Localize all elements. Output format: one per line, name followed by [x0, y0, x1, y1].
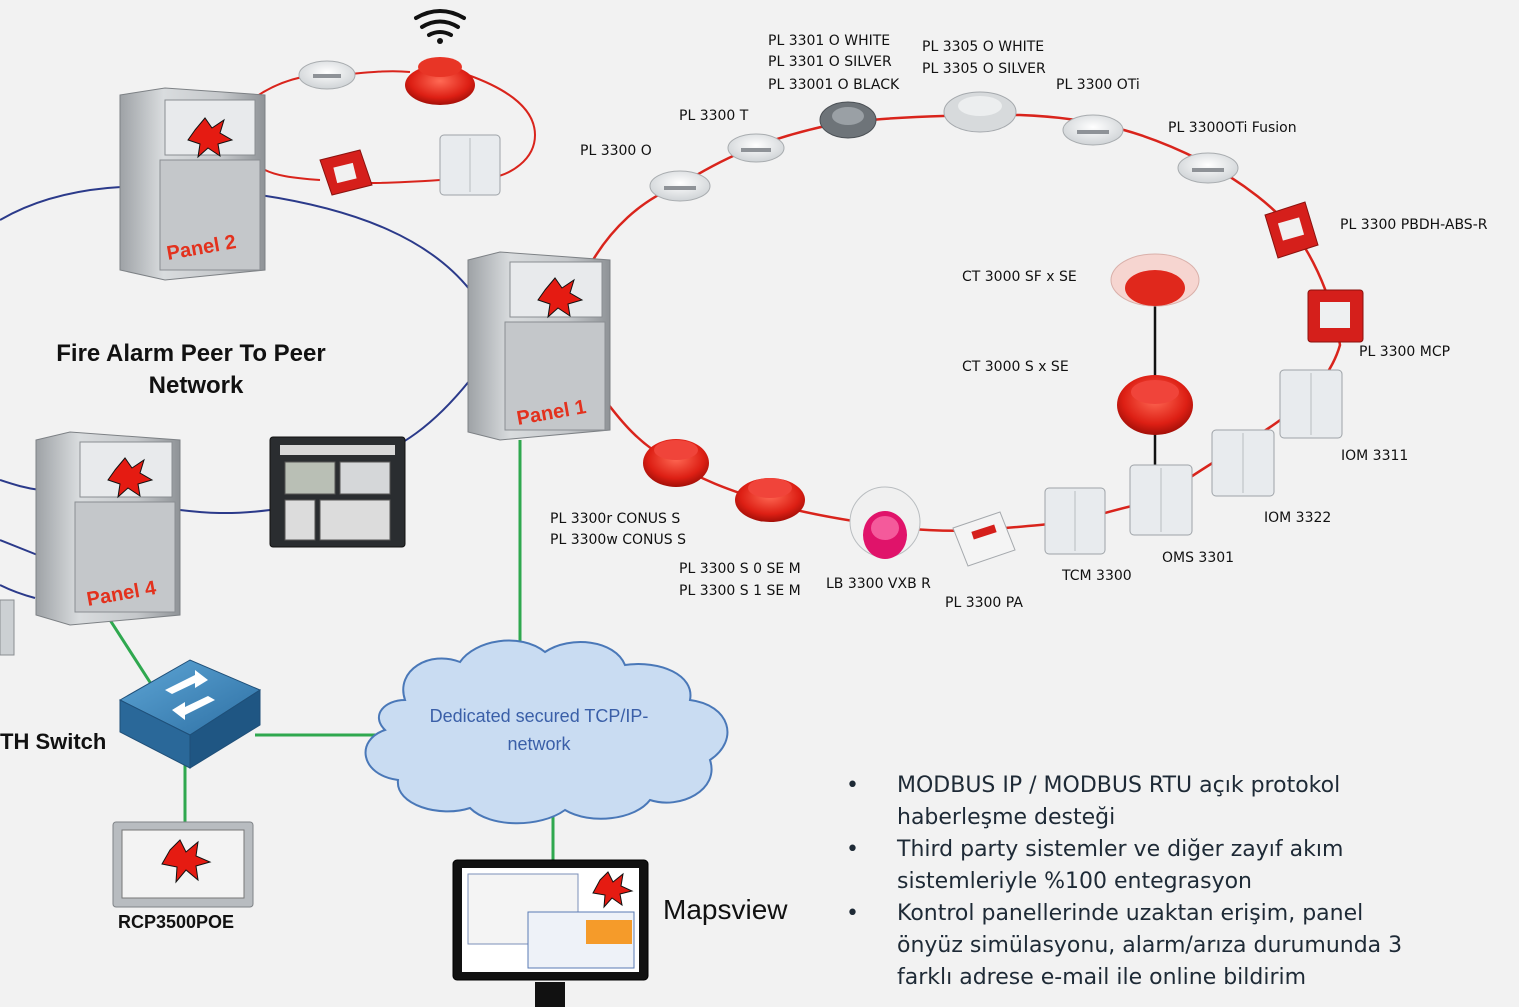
network-title-line2: Network: [149, 372, 244, 399]
label-pl3300otifusion: PL 3300OTi Fusion: [1168, 120, 1297, 136]
label-ct-sf: CT 3000 SF x SE: [962, 269, 1077, 285]
device-conus: [643, 439, 709, 487]
device-pbdh: [1264, 201, 1319, 259]
device-iom3311: [1279, 369, 1343, 439]
bullet-dot-icon: •: [846, 901, 859, 926]
label-mcp: PL 3300 MCP: [1359, 344, 1450, 360]
panel-4[interactable]: Panel 4: [35, 431, 181, 626]
label-pbdh: PL 3300 PBDH-ABS-R: [1340, 217, 1488, 233]
bullet-text-line: Third party sistemler ve diğer zayıf akı…: [897, 837, 1344, 862]
device-sem: [735, 478, 805, 522]
device-ct-sf: [1110, 253, 1200, 307]
panel-partial-left: [0, 599, 15, 656]
panel-2[interactable]: Panel 2: [119, 87, 266, 281]
network-cloud: [364, 639, 729, 825]
device-pl3305o: [943, 91, 1017, 133]
panel2-module-box: [439, 134, 501, 196]
label-pl3301-silver: PL 3301 O SILVER: [768, 54, 892, 70]
network-title-line1: Fire Alarm Peer To Peer: [56, 340, 325, 367]
ethernet-lines: [108, 440, 555, 870]
mapsview-label: Mapsview: [663, 894, 788, 925]
label-pa: PL 3300 PA: [945, 595, 1023, 611]
label-conus-w: PL 3300w CONUS S: [550, 532, 686, 548]
panel2-call-point: [319, 149, 373, 196]
switch-arrows-icon: [165, 670, 215, 720]
bullet-text-line: haberleşme desteği: [897, 805, 1116, 830]
device-pl3300otifusion: [1177, 152, 1239, 184]
feature-bullet-list: • MODBUS IP / MODBUS RTU açık protokol h…: [840, 770, 1480, 994]
bullet-text-line: farklı adrese e-mail ile online bildirim: [897, 965, 1307, 990]
rcp-label: RCP3500POE: [118, 912, 234, 932]
device-lb3300: [849, 486, 921, 559]
label-sem-0: PL 3300 S 0 SE M: [679, 561, 801, 577]
label-pl3300oti: PL 3300 OTi: [1056, 77, 1140, 93]
label-pl3301-white: PL 3301 O WHITE: [768, 33, 890, 49]
label-pl3305-silver: PL 3305 O SILVER: [922, 61, 1046, 77]
bullet-text-line: önyüz simülasyonu, alarm/arıza durumunda…: [897, 933, 1403, 958]
label-lb3300: LB 3300 VXB R: [826, 576, 931, 592]
label-pl3300o: PL 3300 O: [580, 143, 652, 159]
bullet-dot-icon: •: [846, 837, 859, 862]
device-mcp: [1307, 289, 1364, 343]
label-pl3300t: PL 3300 T: [679, 108, 749, 124]
device-pl3301o: [819, 101, 877, 139]
ethernet-switch[interactable]: [118, 659, 262, 769]
cloud-label-line2: network: [507, 734, 571, 754]
bullet-text-line: Kontrol panellerinde uzaktan erişim, pan…: [897, 901, 1364, 926]
label-iom3311: IOM 3311: [1341, 448, 1408, 464]
device-pl3300oti: [1062, 114, 1124, 146]
bullet-text-line: MODBUS IP / MODBUS RTU açık protokol: [897, 773, 1341, 798]
label-oms3301: OMS 3301: [1162, 550, 1234, 566]
panel2-smoke-detector: [298, 60, 356, 90]
device-iom3322: [1211, 429, 1275, 497]
mapsview-monitor[interactable]: [452, 859, 649, 1007]
label-pl3305-white: PL 3305 O WHITE: [922, 39, 1044, 55]
panel2-sounder: [405, 57, 475, 105]
label-pl33001-black: PL 33001 O BLACK: [768, 77, 900, 93]
device-pl3300t: [727, 133, 785, 163]
switch-label: TH Switch: [0, 729, 106, 754]
bullet-item: • MODBUS IP / MODBUS RTU açık protokol h…: [840, 770, 1480, 834]
device-ct-s: [1117, 375, 1193, 435]
bullet-dot-icon: •: [846, 773, 859, 798]
label-tcm3300: TCM 3300: [1061, 568, 1132, 584]
bullet-text-line: sistemleriyle %100 entegrasyon: [897, 869, 1252, 894]
bullet-item: • Kontrol panellerinde uzaktan erişim, p…: [840, 898, 1480, 994]
wifi-icon: [414, 9, 466, 44]
cloud-label-line1: Dedicated secured TCP/IP-: [430, 706, 649, 726]
device-pl3300o: [649, 170, 711, 202]
panel-1[interactable]: Panel 1: [467, 251, 611, 441]
device-pa: [952, 511, 1016, 567]
label-sem-1: PL 3300 S 1 SE M: [679, 583, 801, 599]
bullet-item: • Third party sistemler ve diğer zayıf a…: [840, 834, 1480, 898]
rcp3500poe-device[interactable]: [112, 821, 254, 908]
label-ct-s: CT 3000 S x SE: [962, 359, 1069, 375]
device-tcm3300: [1044, 487, 1106, 555]
network-title: Fire Alarm Peer To Peer Network: [56, 340, 325, 399]
fire-brigade-panel[interactable]: [269, 436, 406, 548]
device-oms3301: [1129, 464, 1193, 536]
label-conus-r: PL 3300r CONUS S: [550, 511, 680, 527]
label-iom3322: IOM 3322: [1264, 510, 1331, 526]
device-labels: PL 3301 O WHITE PL 3301 O SILVER PL 3300…: [550, 33, 1488, 611]
